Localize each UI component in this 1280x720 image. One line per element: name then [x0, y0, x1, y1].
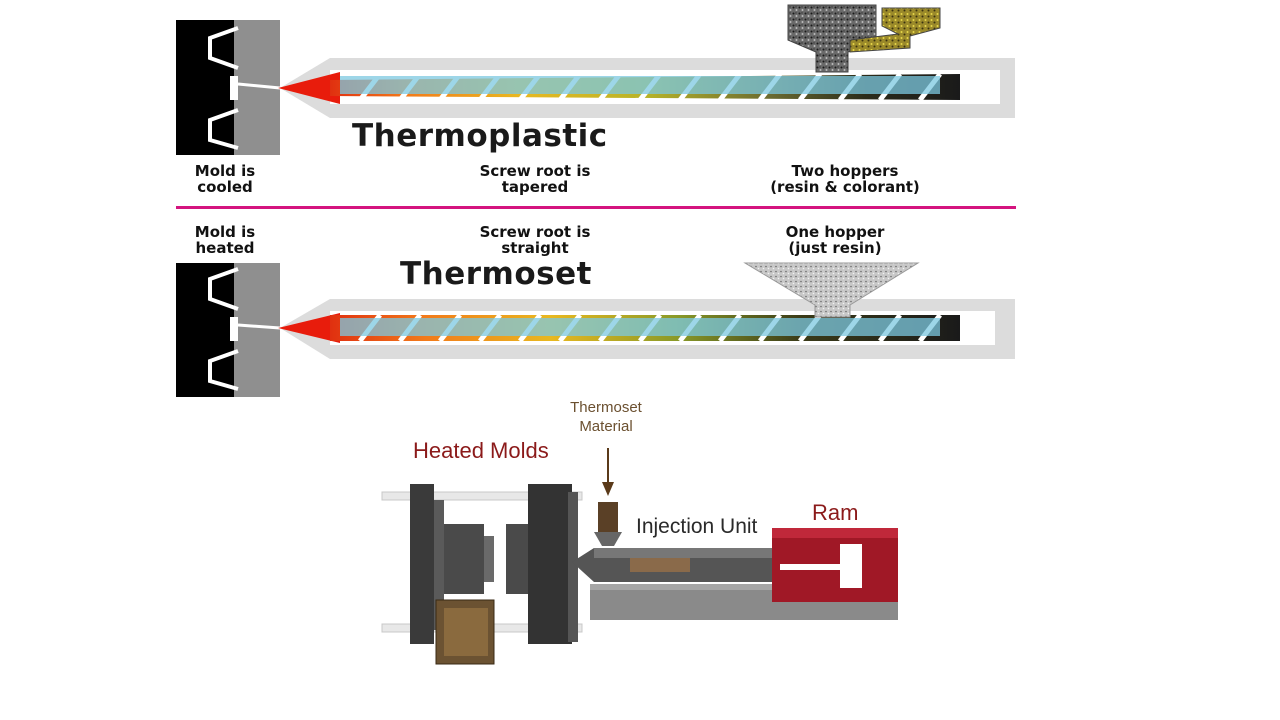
thermoplastic-title: Thermoplastic [352, 118, 608, 154]
mold-platen-left [410, 484, 494, 644]
nozzle-bottom [278, 313, 340, 343]
mold-platen-right [506, 484, 578, 644]
injection-unit-label: Injection Unit [636, 515, 758, 538]
feed-throat [594, 502, 622, 546]
injection-barrel [572, 548, 774, 620]
one-hopper-label: One hopper (just resin) [785, 223, 885, 257]
screw-tapered-label: Screw root is tapered [479, 162, 591, 196]
hopper-colorant [849, 7, 941, 53]
ram-label: Ram [812, 500, 859, 525]
thermoset-title: Thermoset [400, 256, 592, 292]
mold-cooled [176, 20, 281, 155]
divider-line [176, 206, 1016, 209]
mold-heated [176, 263, 281, 397]
material-line-1: Thermoset [570, 399, 642, 416]
material-line-2: Material [579, 418, 633, 435]
nozzle-top [278, 72, 340, 104]
hopper-resin [787, 4, 877, 73]
screw-straight-label: Screw root is straight [479, 223, 591, 257]
thermoset-material-label: Thermoset Material [560, 398, 652, 436]
thermoplastic-diagram [176, 4, 1015, 155]
ram-unit [772, 528, 898, 620]
thermoset-diagram [176, 262, 1015, 397]
injection-machine [381, 448, 898, 665]
mold-heated-label: Mold is heated [194, 223, 256, 257]
mold-cooled-label: Mold is cooled [194, 162, 256, 196]
screw-straight [330, 313, 960, 343]
heated-molds-label: Heated Molds [413, 438, 549, 463]
mold-box [435, 599, 495, 665]
hopper-single [743, 262, 920, 318]
screw-tapered [330, 72, 960, 102]
two-hoppers-label: Two hoppers (resin & colorant) [770, 162, 920, 196]
material-arrow-icon [602, 448, 614, 496]
